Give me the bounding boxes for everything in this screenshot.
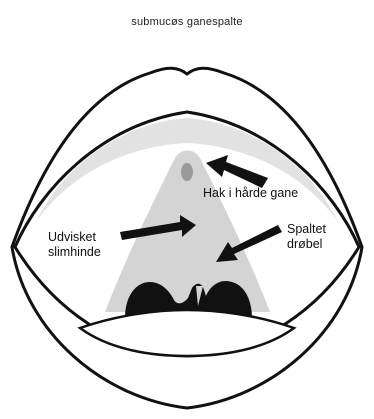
label-split-uvula: Spaltet drøbel [287,222,326,252]
label-hard-palate-notch: Hak i hårde gane [203,186,298,201]
hard-palate-notch [181,163,193,181]
diagram-title: submucøs ganespalte [0,16,374,28]
label-blurred-mucosa: Udvisket slimhinde [48,230,101,260]
